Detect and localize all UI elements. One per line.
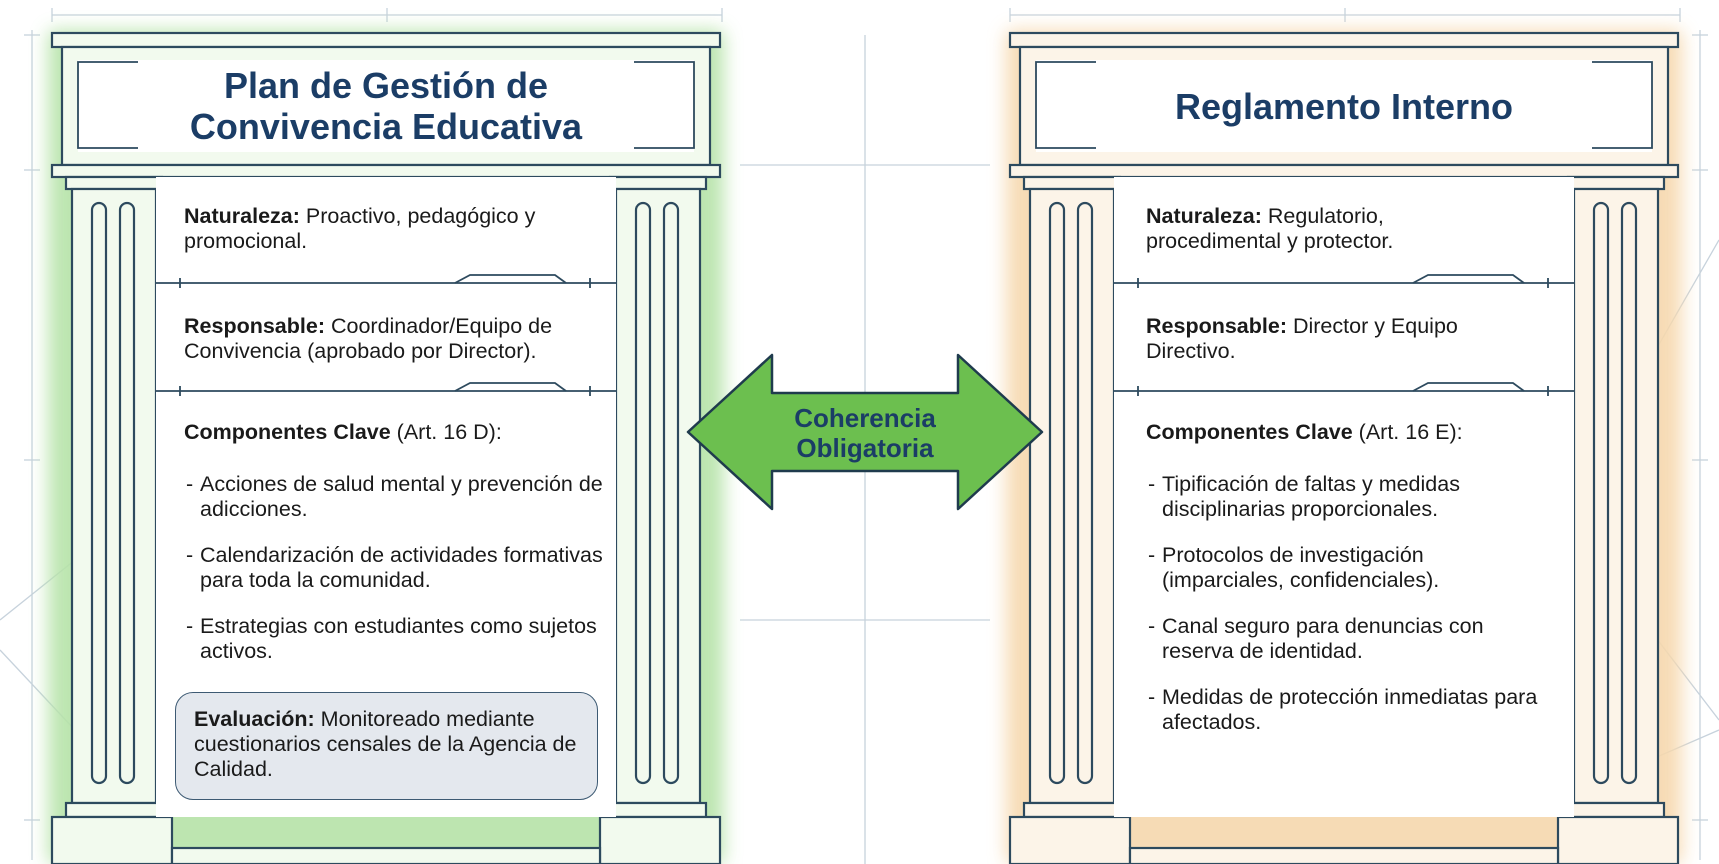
left-responsable-text: Coordinador/Equipo de Convivencia (aprob… (184, 314, 553, 363)
left-componentes-ref: (Art. 16 D): (396, 420, 502, 444)
list-item: -Estrategias con estudiantes como sujeto… (186, 614, 597, 663)
left-componentes: Componentes Clave (Art. 16 D): (184, 420, 604, 445)
list-item: -Protocolos de investigación (imparciale… (1148, 543, 1440, 592)
left-naturaleza-text: Proactivo, pedagógico y promocional. (184, 204, 536, 253)
left-title-line1: Plan de Gestión de (223, 65, 549, 106)
left-evaluacion-box: Evaluación: Monitoreado mediante cuestio… (175, 692, 598, 800)
right-responsable-label: Responsable: (1146, 314, 1287, 338)
right-responsable: Responsable: Director y Equipo Directivo… (1146, 314, 1506, 364)
arrow-label: Coherencia Obligatoria (760, 403, 970, 463)
arrow-label-line1: Coherencia (794, 403, 936, 433)
list-item: -Canal seguro para denuncias con reserva… (1148, 614, 1484, 663)
right-naturaleza-text: Regulatorio, procedimental y protector. (1146, 204, 1394, 253)
right-title: Reglamento Interno (1174, 85, 1514, 127)
left-items-list: -Acciones de salud mental y prevención d… (184, 472, 604, 685)
right-naturaleza: Naturaleza: Regulatorio, procedimental y… (1146, 204, 1446, 254)
right-componentes-ref: (Art. 16 E): (1358, 420, 1463, 444)
list-item: -Tipificación de faltas y medidas discip… (1148, 472, 1460, 521)
list-item: -Medidas de protección inmediatas para a… (1148, 685, 1538, 734)
right-items-list: -Tipificación de faltas y medidas discip… (1146, 472, 1546, 756)
left-evaluacion-label: Evaluación: (194, 707, 315, 731)
left-evaluacion-text: Monitoreado mediante cuestionarios censa… (194, 707, 577, 781)
left-title-line2: Convivencia Educativa (189, 106, 583, 147)
list-item: -Acciones de salud mental y prevención d… (186, 472, 603, 521)
right-naturaleza-label: Naturaleza: (1146, 204, 1262, 228)
left-responsable: Responsable: Coordinador/Equipo de Convi… (184, 314, 604, 364)
right-componentes: Componentes Clave (Art. 16 E): (1146, 420, 1546, 445)
list-item: -Calendarización de actividades formativ… (186, 543, 603, 592)
left-componentes-label: Componentes Clave (184, 420, 391, 444)
right-componentes-label: Componentes Clave (1146, 420, 1353, 444)
left-naturaleza: Naturaleza: Proactivo, pedagógico y prom… (184, 204, 594, 254)
right-responsable-text: Director y Equipo Directivo. (1146, 314, 1458, 363)
coherence-double-arrow (686, 353, 1044, 511)
left-responsable-label: Responsable: (184, 314, 325, 338)
arrow-label-line2: Obligatoria (796, 433, 934, 463)
left-naturaleza-label: Naturaleza: (184, 204, 300, 228)
